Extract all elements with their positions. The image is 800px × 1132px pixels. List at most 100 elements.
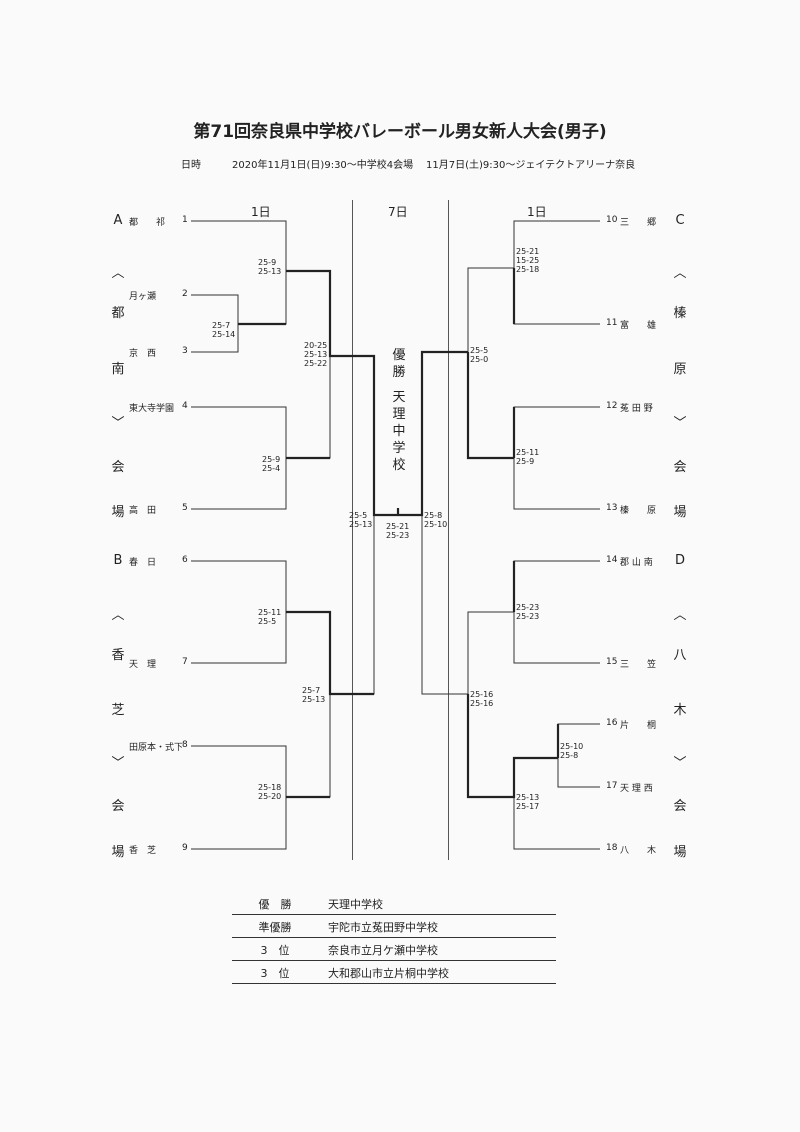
zone-a-char: ︿ — [111, 266, 125, 281]
line-c-13 — [513, 458, 600, 510]
team-number-right: 11 — [606, 318, 618, 328]
team-number-left: 4 — [182, 401, 188, 411]
team-number-left: 8 — [182, 740, 188, 750]
result-label: 優 勝 — [258, 898, 292, 911]
score-d-final: 25-16 25-16 — [470, 690, 494, 708]
team-number-right: 10 — [606, 215, 618, 225]
zone-c-char: ﹀ — [673, 416, 687, 431]
win-c-final — [466, 352, 514, 460]
win-path-tenri-left — [286, 269, 398, 517]
score-a-final: 20-25 25-13 25-22 — [304, 341, 328, 368]
team-number-left: 5 — [182, 503, 188, 513]
schedule-day1: 2020年11月1日(日)9:30〜中学校4会場 — [232, 160, 414, 171]
team-number-left: 9 — [182, 843, 188, 853]
zone-c-char: ︿ — [673, 266, 687, 281]
result-school: 奈良市立月ケ瀬中学校 — [328, 944, 438, 957]
column-center-day: 7日 — [388, 205, 408, 219]
result-row-2: 準優勝 宇陀市立菟田野中学校 — [232, 915, 556, 938]
team-number-left: 3 — [182, 346, 188, 356]
team-name-right: 片 桐 — [620, 721, 657, 731]
zone-c-char: 場 — [673, 505, 687, 520]
result-label: 3 位 — [260, 944, 290, 957]
score-b-final: 25-7 25-13 — [302, 686, 326, 704]
champion-char: 校 — [392, 458, 406, 473]
score-d-1617-18: 25-13 25-17 — [516, 793, 540, 811]
team-name-right: 三 郷 — [620, 218, 657, 228]
team-number-right: 17 — [606, 781, 618, 791]
line-a-5 — [191, 458, 287, 510]
team-number-right: 15 — [606, 657, 618, 667]
team-name-right: 榛 原 — [620, 506, 657, 516]
line-d-15 — [513, 612, 600, 664]
results-table: 優 勝 天理中学校 準優勝 宇陀市立菟田野中学校 3 位 奈良市立月ケ瀬中学校 … — [232, 892, 556, 984]
team-name-left: 天 理 — [129, 660, 157, 670]
line-a-3 — [191, 324, 239, 353]
line-a-2 — [191, 271, 287, 325]
team-name-right: 菟 田 野 — [620, 404, 653, 414]
zone-a-char: A — [113, 213, 123, 228]
zone-b-char: ﹀ — [111, 756, 125, 771]
zone-a-char: ﹀ — [111, 416, 125, 431]
result-row-4: 3 位 大和郡山市立片桐中学校 — [232, 961, 556, 984]
team-number-right: 12 — [606, 401, 618, 411]
zone-a-char: 南 — [111, 362, 125, 377]
zone-a-char: 場 — [111, 505, 125, 520]
column-left-day: 1日 — [251, 205, 271, 219]
team-number-left: 1 — [182, 215, 188, 225]
zone-c-char: 会 — [673, 460, 687, 475]
team-name-right: 三 笠 — [620, 660, 657, 670]
score-b-6-7: 25-11 25-5 — [258, 608, 282, 626]
team-name-right: 郡 山 南 — [620, 558, 653, 568]
schedule-day7: 11月7日(土)9:30〜ジェイテクトアリーナ奈良 — [426, 160, 636, 171]
champion-char: 中 — [392, 424, 406, 439]
zone-d-char: 会 — [673, 799, 687, 814]
zone-a-char: 会 — [111, 460, 125, 475]
team-name-left: 香 芝 — [129, 846, 157, 856]
zone-c-char: 榛 — [673, 306, 687, 321]
team-number-right: 18 — [606, 843, 618, 853]
result-label: 3 位 — [260, 967, 290, 980]
team-name-left: 田原本・式下 — [129, 743, 184, 753]
champion-char: 理 — [392, 407, 406, 422]
win-b-67 — [286, 610, 374, 696]
team-number-left: 2 — [182, 289, 188, 299]
score-d-16-17: 25-10 25-8 — [560, 742, 584, 760]
team-number-left: 7 — [182, 657, 188, 667]
line-a-4 — [191, 356, 331, 459]
zone-a-char: 都 — [111, 306, 125, 321]
column-right-day: 1日 — [527, 205, 547, 219]
team-name-left: 京 西 — [129, 349, 157, 359]
score-c-12-13: 25-11 25-9 — [516, 448, 540, 466]
zone-b-char: 場 — [111, 845, 125, 860]
zone-d-char: D — [674, 553, 685, 568]
zone-d-char: ︿ — [673, 608, 687, 623]
zone-d-char: 木 — [673, 703, 687, 718]
team-name-left: 月ヶ瀬 — [129, 292, 157, 302]
score-final: 25-21 25-23 — [386, 522, 410, 540]
zone-b-char: 香 — [111, 648, 125, 663]
score-a-2-3: 25-7 25-14 — [212, 321, 236, 339]
zone-d-char: ﹀ — [673, 756, 687, 771]
line-b-9 — [191, 797, 287, 850]
result-school: 大和郡山市立片桐中学校 — [328, 967, 449, 980]
zone-c-char: C — [675, 213, 685, 228]
line-b-8 — [191, 694, 331, 798]
zone-b-char: B — [113, 553, 123, 568]
result-school: 宇陀市立菟田野中学校 — [328, 921, 438, 934]
line-c-11 — [513, 268, 600, 325]
result-row-3: 3 位 奈良市立月ケ瀬中学校 — [232, 938, 556, 961]
champion-char: 優 — [392, 348, 406, 363]
score-b-8-9: 25-18 25-20 — [258, 783, 282, 801]
win-d-final — [466, 694, 558, 799]
score-a-4-5: 25-9 25-4 — [262, 455, 281, 473]
line-c-12 — [467, 352, 600, 459]
champion-char: 学 — [392, 441, 406, 456]
champion-char: 勝 — [392, 365, 406, 380]
team-number-right: 13 — [606, 503, 618, 513]
team-name-left: 東大寺学園 — [129, 404, 175, 414]
line-a-top — [191, 220, 398, 516]
line-b-6 — [191, 515, 375, 695]
team-name-left: 都 祁 — [129, 218, 166, 228]
result-label: 準優勝 — [258, 921, 292, 934]
